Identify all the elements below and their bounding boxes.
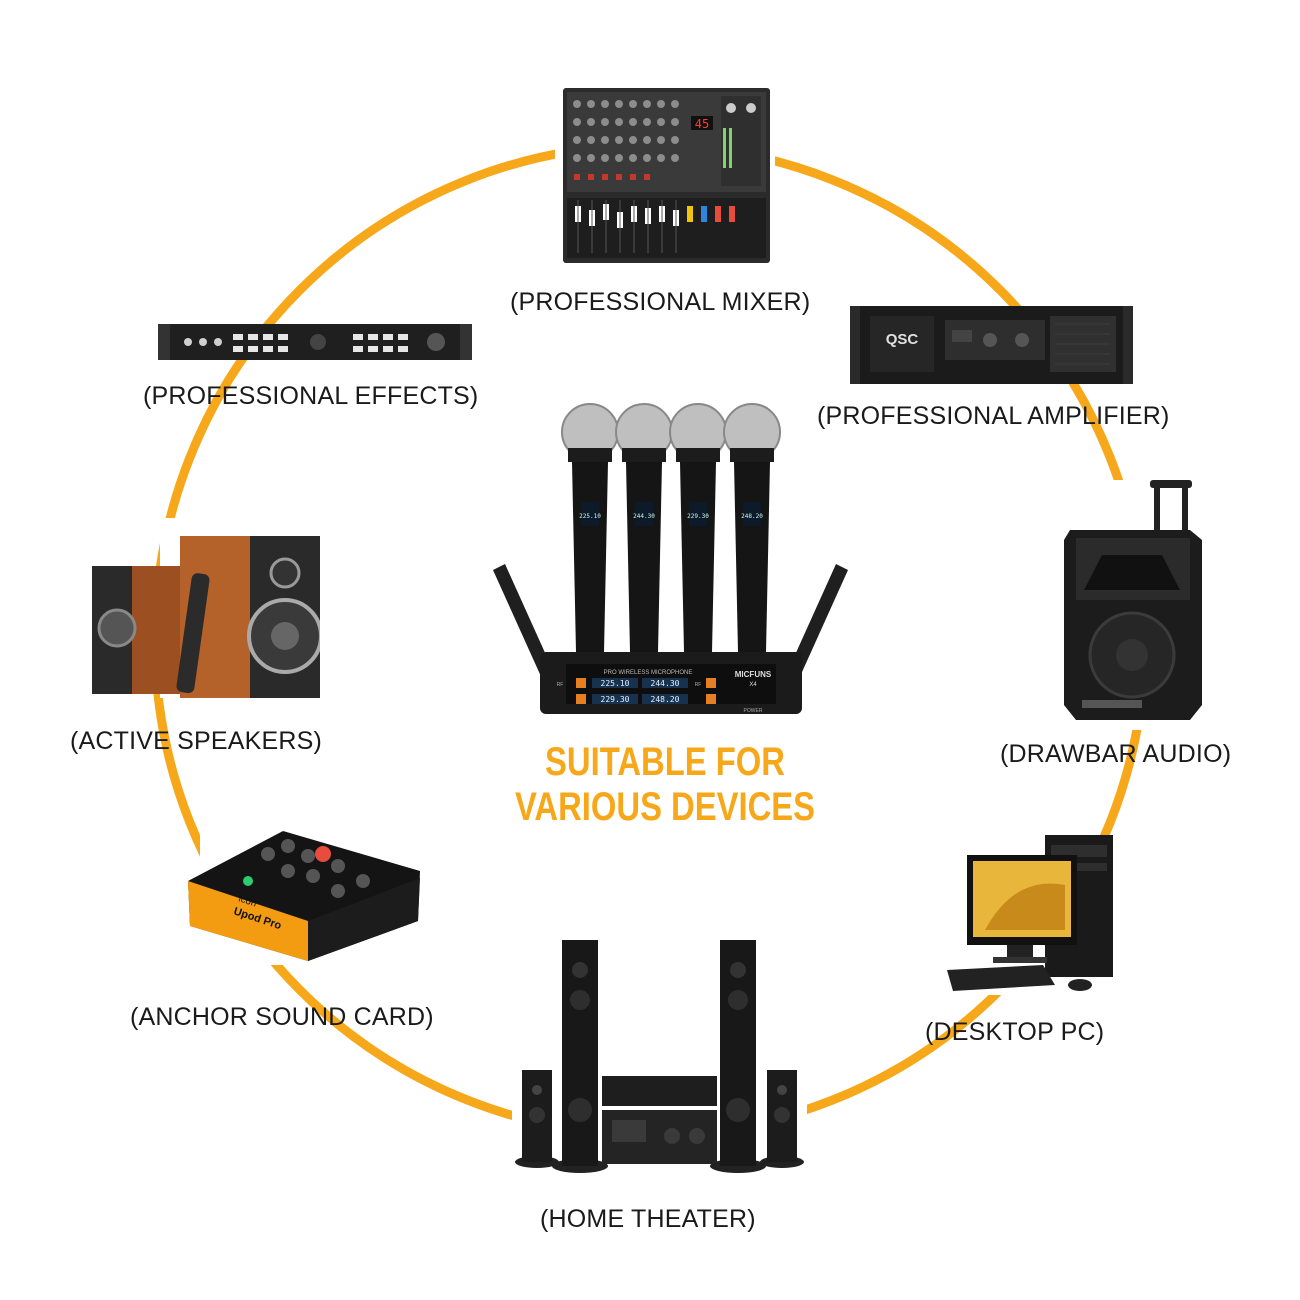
bookshelf-speakers-icon <box>92 536 323 698</box>
home-theater-icon <box>515 940 804 1173</box>
label-professional-amplifier: (PROFESSIONAL AMPLIFIER) <box>817 402 1170 430</box>
label-professional-mixer: (PROFESSIONAL MIXER) <box>510 288 811 316</box>
desktop-pc-icon <box>947 835 1113 991</box>
headline-line-2: VARIOUS DEVICES <box>514 785 816 829</box>
receiver-brand: MICFUNS <box>735 670 772 679</box>
lcd-frequency-b: 244.30 <box>651 679 680 688</box>
lcd-frequency-d: 248.20 <box>651 695 680 704</box>
lcd-frequency-c: 229.30 <box>601 695 630 704</box>
label-anchor-sound-card: (ANCHOR SOUND CARD) <box>130 1003 434 1031</box>
label-desktop-pc: (DESKTOP PC) <box>925 1018 1105 1046</box>
soundcard-brand: icon <box>237 893 258 909</box>
mixer-icon: 45 <box>563 88 770 263</box>
lcd-frequency-a: 225.10 <box>601 679 630 688</box>
sound-card-icon: icon Upod Pro <box>188 831 420 961</box>
mic-b-display: 244.30 <box>633 513 655 520</box>
amplifier-icon: QSC <box>850 306 1133 384</box>
label-home-theater: (HOME THEATER) <box>540 1205 756 1233</box>
label-drawbar-audio: (DRAWBAR AUDIO) <box>1000 740 1232 768</box>
trolley-speaker-icon <box>1064 480 1202 720</box>
receiver-panel-title: PRO WIRELESS MICROPHONE <box>604 670 693 676</box>
receiver-model: X4 <box>749 682 757 688</box>
effects-processor-icon <box>158 324 472 360</box>
mixer-display: 45 <box>695 117 709 131</box>
desktop-pc-image <box>945 835 1120 995</box>
sound-card-image: icon Upod Pro <box>188 826 420 966</box>
mic-c-display: 229.30 <box>687 513 709 520</box>
mixer-image: 45 <box>563 88 770 263</box>
drawbar-audio-image <box>1062 480 1207 730</box>
receiver-power-label: POWER <box>744 708 763 714</box>
wireless-mic-system-image: PRO WIRELESS MICROPHONE MICFUNS X4 POWER… <box>488 402 853 720</box>
label-professional-effects: (PROFESSIONAL EFFECTS) <box>143 382 479 410</box>
active-speakers-image <box>92 518 323 698</box>
mic-d-display: 248.20 <box>741 513 763 520</box>
wireless-microphone-system-icon: PRO WIRELESS MICROPHONE MICFUNS X4 POWER… <box>493 403 848 714</box>
amplifier-brand: QSC <box>886 331 919 348</box>
headline-line-1: SUITABLE FOR <box>545 740 785 784</box>
amplifier-image: QSC <box>850 306 1133 384</box>
rf-label-left: RF <box>557 682 564 688</box>
rf-label-right: RF <box>695 682 702 688</box>
label-active-speakers: (ACTIVE SPEAKERS) <box>70 727 323 755</box>
home-theater-image <box>512 940 807 1175</box>
mic-a-display: 225.10 <box>579 513 601 520</box>
effects-image <box>158 320 472 364</box>
